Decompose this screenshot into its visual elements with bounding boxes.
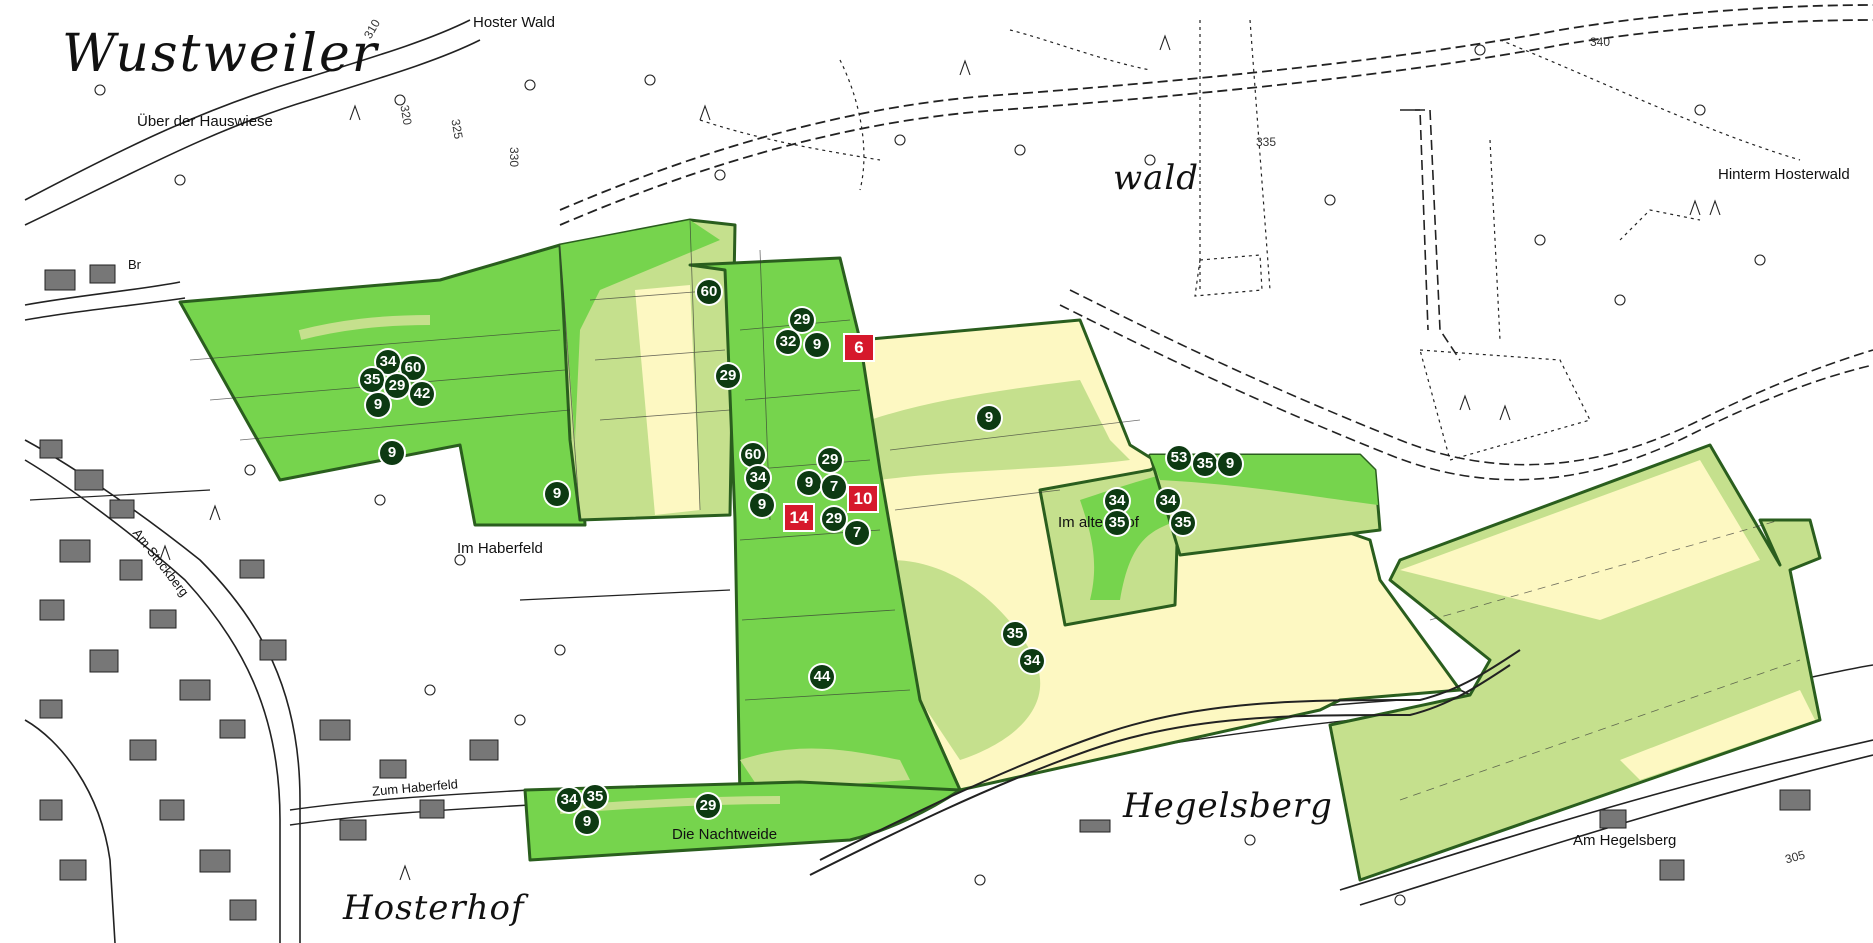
mixed-parcel-yellow: [635, 285, 700, 515]
right-parcel-yellow2: [1620, 690, 1815, 780]
measure-marker[interactable]: 35: [360, 368, 384, 392]
light-green-lower: [890, 560, 1041, 760]
place-hegelsberg: Hegelsberg: [1123, 786, 1333, 826]
measure-marker[interactable]: 60: [741, 443, 765, 467]
measure-marker[interactable]: 60: [697, 280, 721, 304]
measure-marker[interactable]: 9: [797, 471, 821, 495]
left-parcel-pale: [298, 315, 431, 340]
measure-marker[interactable]: 44: [810, 665, 834, 689]
measure-marker[interactable]: 35: [1193, 452, 1217, 476]
place-im-haberfeld: Im Haberfeld: [457, 540, 543, 557]
measure-marker[interactable]: 34: [1156, 489, 1180, 513]
measure-marker[interactable]: 9: [575, 810, 599, 834]
measure-marker[interactable]: 34: [1105, 489, 1129, 513]
place-wald: wald: [1113, 158, 1200, 198]
measure-marker[interactable]: 7: [822, 475, 846, 499]
place-hosterhof: Hosterhof: [343, 888, 525, 928]
right-parcel-yellow: [1400, 460, 1760, 620]
measure-marker[interactable]: 35: [1105, 511, 1129, 535]
measure-marker[interactable]: 29: [716, 364, 740, 388]
measure-marker[interactable]: 9: [545, 482, 569, 506]
measure-marker[interactable]: 7: [845, 521, 869, 545]
cliff-edge: [809, 649, 1521, 876]
measure-marker[interactable]: 35: [1171, 511, 1195, 535]
measure-marker[interactable]: 34: [557, 788, 581, 812]
contour-label: 340: [1590, 35, 1611, 49]
measure-marker[interactable]: 29: [790, 308, 814, 332]
light-green-band: [870, 380, 1130, 480]
mixed-parcel-dark: [560, 220, 720, 440]
place-wustweiler: Wustweiler: [62, 24, 379, 84]
red-measure-marker[interactable]: 14: [785, 505, 813, 530]
measure-marker[interactable]: 34: [1020, 649, 1044, 673]
measure-marker[interactable]: 9: [805, 333, 829, 357]
measure-marker[interactable]: 35: [583, 785, 607, 809]
place-die-nachtweide: Die Nachtweide: [672, 826, 778, 843]
measure-marker[interactable]: 42: [410, 382, 434, 406]
measure-marker[interactable]: 9: [977, 406, 1001, 430]
field-lines: [189, 219, 1801, 801]
place-hoster-wald: Hoster Wald: [473, 14, 555, 31]
red-measure-marker[interactable]: 10: [849, 486, 877, 511]
place-hinterm-hosterwald: Hinterm Hosterwald: [1718, 166, 1850, 183]
measure-marker[interactable]: 9: [750, 493, 774, 517]
measure-marker[interactable]: 29: [696, 794, 720, 818]
place-uber-der-hauswiese: Über der Hauswiese: [137, 113, 273, 130]
measure-marker[interactable]: 9: [366, 393, 390, 417]
measure-marker[interactable]: 29: [818, 448, 842, 472]
measure-marker[interactable]: 29: [385, 374, 409, 398]
measure-marker[interactable]: 29: [822, 507, 846, 531]
measure-marker[interactable]: 9: [380, 441, 404, 465]
measure-marker[interactable]: 9: [1218, 452, 1242, 476]
measure-marker[interactable]: 53: [1167, 446, 1191, 470]
contour-label: 330: [507, 146, 522, 168]
measure-marker[interactable]: 35: [1003, 622, 1027, 646]
place-br: Br: [128, 257, 141, 272]
measure-marker[interactable]: 32: [776, 330, 800, 354]
measure-marker[interactable]: 60: [401, 356, 425, 380]
measure-marker[interactable]: 34: [746, 466, 770, 490]
contour-label: 335: [1256, 135, 1277, 149]
place-am-hegelsberg: Am Hegelsberg: [1573, 832, 1677, 849]
nachtweide-light: [559, 796, 781, 814]
measure-marker[interactable]: 34: [376, 350, 400, 374]
red-measure-marker[interactable]: 6: [845, 335, 873, 360]
buildings: [39, 264, 1811, 921]
central-strip-light: [740, 748, 910, 790]
